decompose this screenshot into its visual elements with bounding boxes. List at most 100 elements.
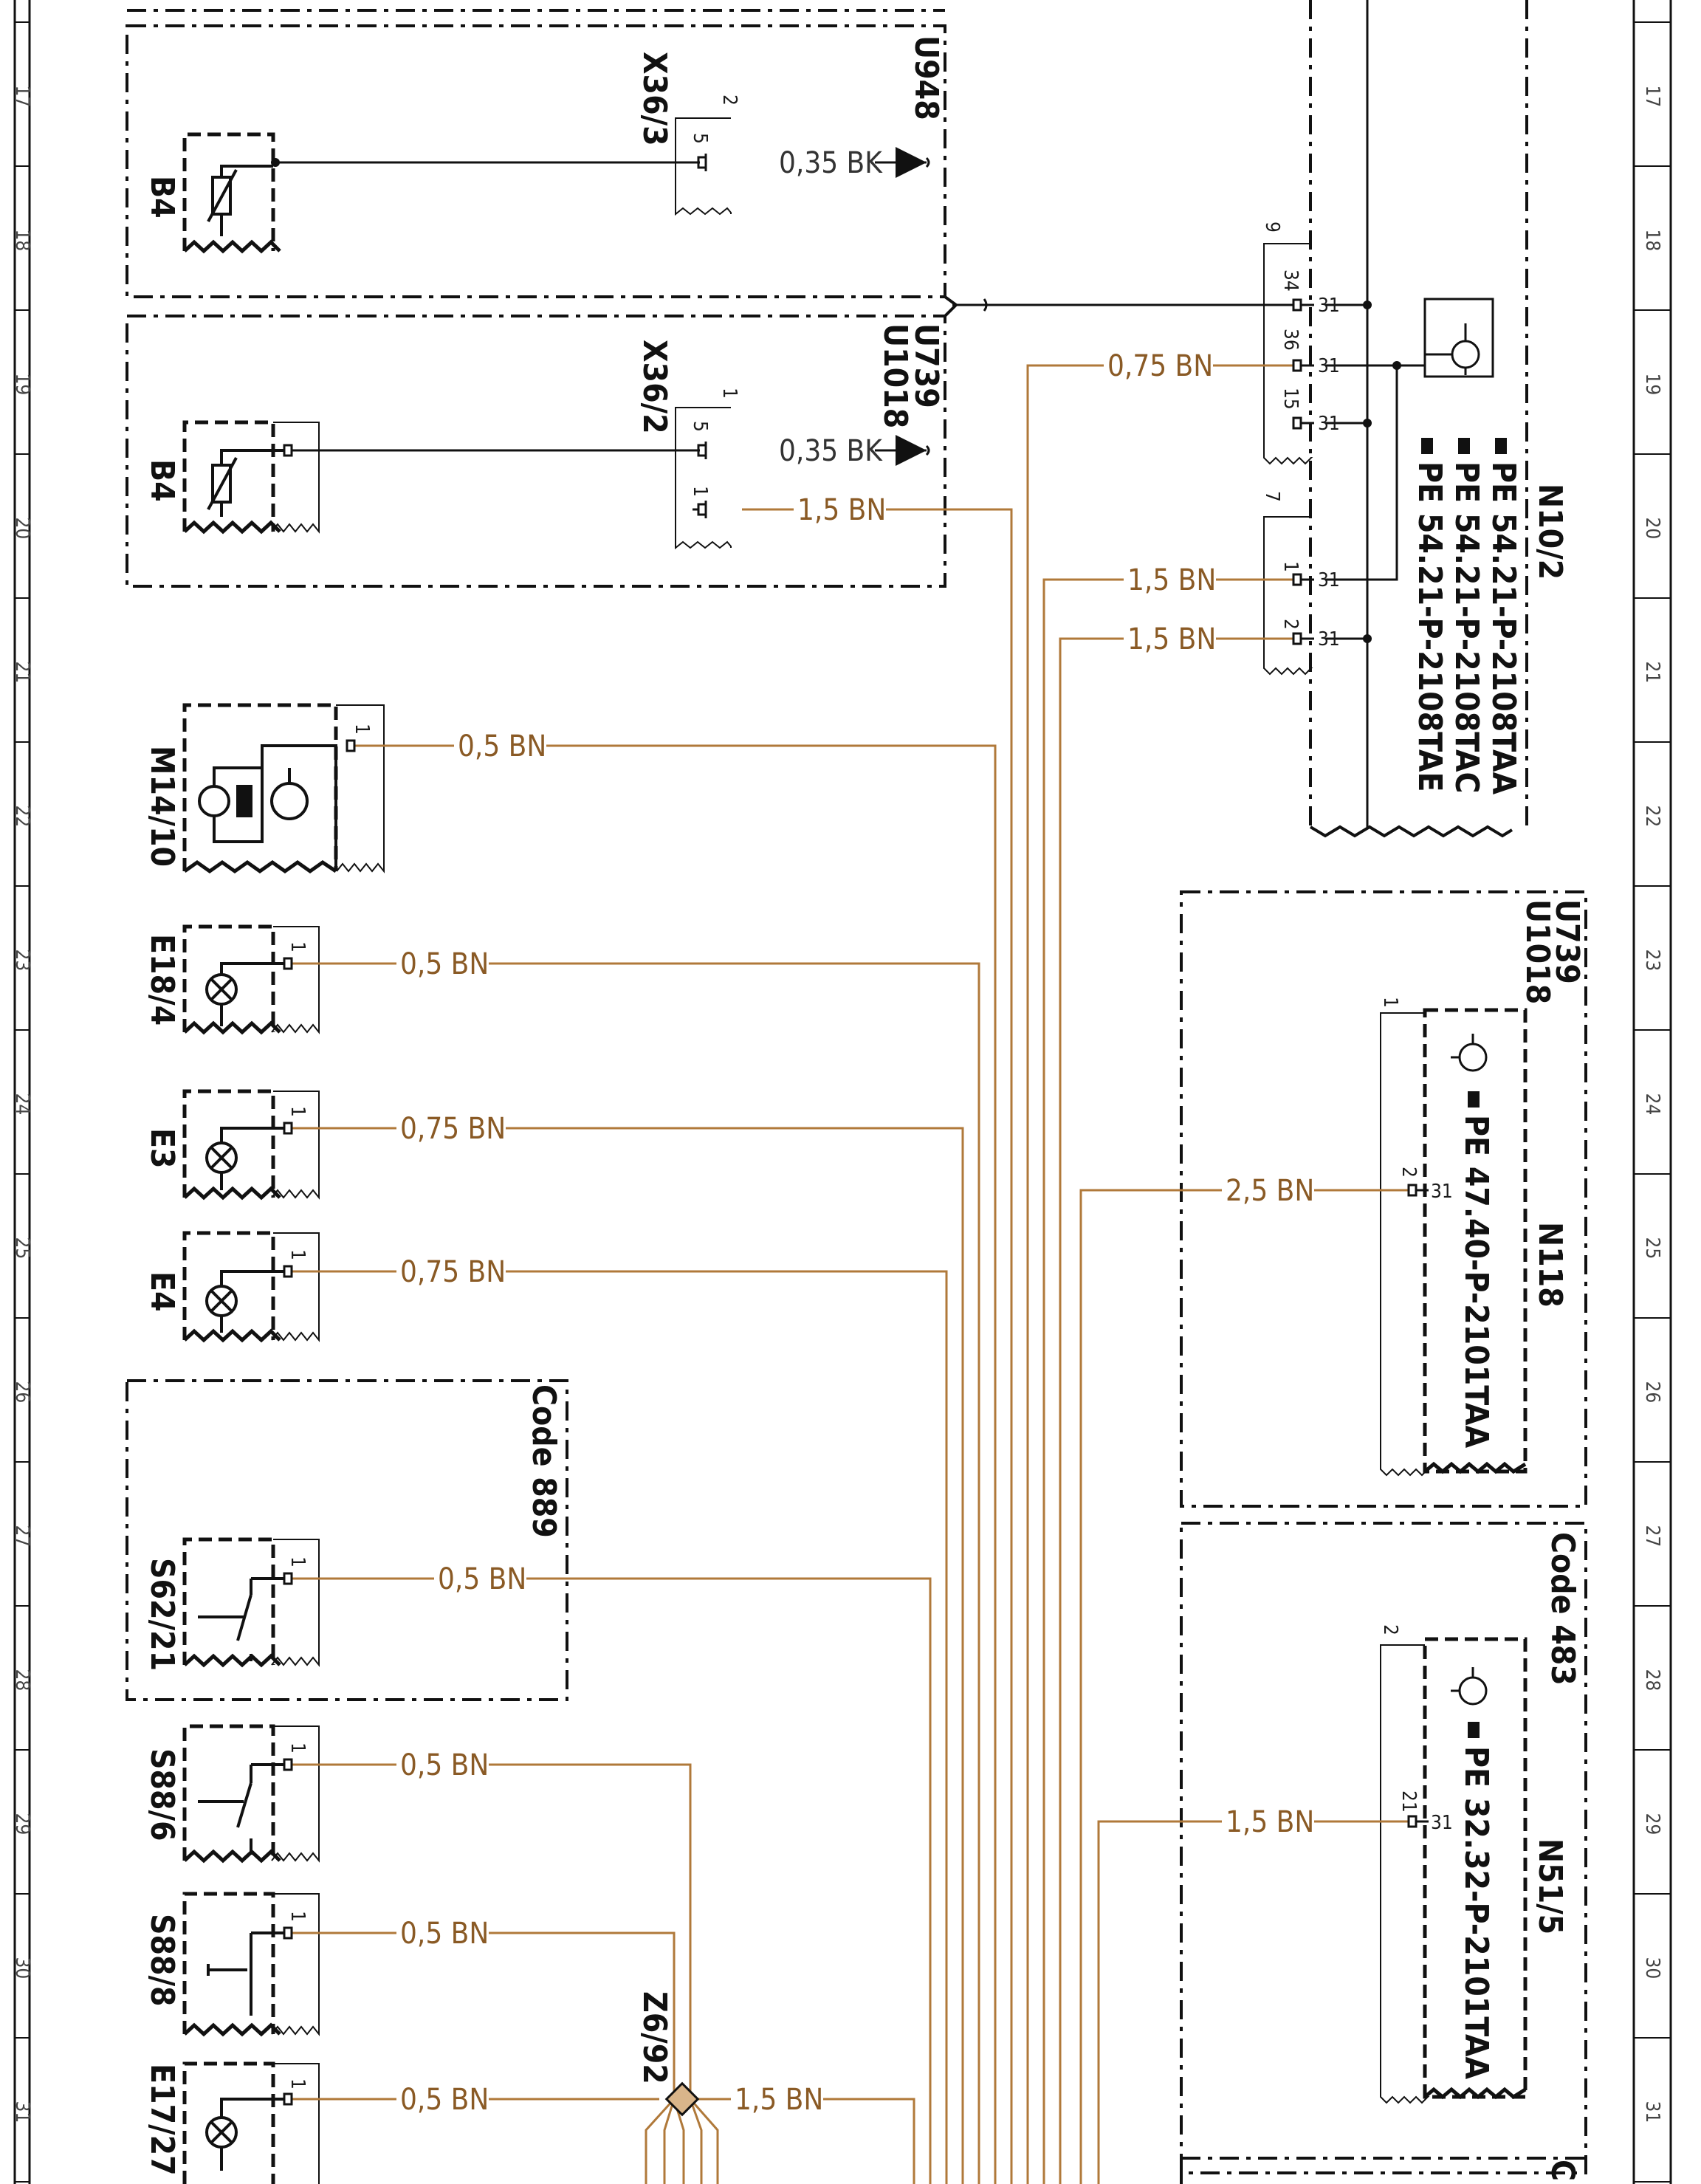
s62-switch-icon	[198, 1577, 284, 1661]
grid-row-label: 19	[11, 374, 33, 396]
wire-label-n515: 1,5 BN	[1226, 1805, 1314, 1839]
wire-n515	[1097, 1820, 1409, 2184]
n515-hand-icon	[1468, 1722, 1480, 1738]
b4-bot-symbol	[207, 449, 284, 517]
e18-lamp-icon	[205, 962, 284, 1026]
x362-label: X36/2	[636, 340, 673, 434]
wire-n118	[1079, 1189, 1409, 2184]
e18-frame	[182, 924, 275, 1032]
wire-s886	[292, 1763, 692, 2067]
code-c-label: C	[1544, 2160, 1581, 2181]
pin-n10-1: 1	[1279, 561, 1302, 572]
n102-pe-ref-2: PE 54.21-P-2108TAC	[1448, 461, 1485, 794]
grid-ticks	[15, 21, 1671, 2183]
s888-frame	[182, 1892, 275, 2034]
grid-row-label: 27	[1641, 1525, 1663, 1548]
grid-row-label: 24	[1641, 1093, 1663, 1116]
e17-frame	[182, 2061, 275, 2184]
b4-bot-label: B4	[143, 459, 181, 502]
e4-frame	[182, 1231, 275, 1340]
n102-hand-icon-1	[1495, 438, 1507, 454]
pin-x362-1: 1	[689, 486, 711, 497]
wire-m14	[354, 744, 997, 2184]
wire-e4	[292, 1270, 948, 2184]
pin-n10-36: 36	[1279, 329, 1302, 351]
e4-label: E4	[143, 1271, 181, 1312]
wire-label-s888: 0,5 BN	[400, 1917, 489, 1951]
b4-bot-frame	[182, 420, 275, 532]
n102-conn-7	[1263, 516, 1313, 676]
grid-row-label: 30	[1641, 1957, 1663, 1979]
e3-lamp-icon	[205, 1127, 284, 1190]
wire-label-n10-2: 1,5 BN	[1127, 622, 1216, 656]
pin-n118-conn: 1	[1379, 997, 1401, 1008]
wire-s62	[292, 1577, 932, 2184]
n102-tie	[1325, 303, 1425, 640]
grid-row-label: 26	[11, 1381, 33, 1404]
grid-row-label: 18	[1641, 230, 1663, 252]
pin-m14-1: 1	[351, 724, 373, 735]
u948-label: U948	[907, 35, 945, 120]
x363-label: X36/3	[636, 52, 673, 146]
u948-box	[126, 24, 946, 298]
grid-row-label: 31	[11, 2101, 33, 2123]
pin-n515-21: 21	[1398, 1790, 1420, 1813]
code483-label: Code 483	[1544, 1532, 1581, 1686]
s62-label: S62/21	[143, 1558, 181, 1671]
e3-frame	[182, 1089, 275, 1198]
pin-n118-2: 2	[1398, 1167, 1420, 1178]
grid-row-label: 18	[11, 230, 33, 252]
pin-n10-9: 9	[1261, 222, 1283, 233]
grid-row-label: 27	[11, 1525, 33, 1548]
pin-n515-31: 31	[1431, 1812, 1453, 1834]
n102-transistor-icon	[1423, 298, 1494, 378]
grid-row-label: 22	[11, 806, 33, 828]
code483-box	[1180, 1522, 1587, 2174]
grid-row-label: 31	[1641, 2101, 1663, 2123]
n102-pe-ref-1: PE 54.21-P-2108TAA	[1485, 461, 1522, 795]
pin-e4-1: 1	[286, 1249, 309, 1260]
n118-zigzag	[1423, 1461, 1527, 1474]
u739-label-a: U739	[907, 323, 945, 408]
m14-symbol	[198, 744, 337, 868]
m14-connector	[336, 704, 385, 873]
b4-bot-connector	[271, 422, 320, 534]
s886-switch-icon	[198, 1763, 284, 1855]
grid-row-label: 22	[1641, 806, 1663, 828]
u1018-label-b: U1018	[1519, 899, 1556, 1004]
left-grid-strip	[13, 0, 31, 2184]
x362-housing	[675, 407, 732, 550]
grid-row-label: 26	[1641, 1381, 1663, 1404]
pin-x362-conn: 1	[718, 388, 740, 399]
n515-pe-ref: PE 32.32-P-2101TAA	[1457, 1746, 1495, 2080]
n118-pe-ref: PE 47.40-P-2101TAA	[1457, 1115, 1495, 1449]
m14-label: M14/10	[143, 746, 181, 867]
b4-top-label: B4	[143, 176, 181, 219]
wire-e18	[292, 962, 980, 2184]
s62-frame	[182, 1537, 275, 1665]
wire-n10-2	[1059, 637, 1293, 2184]
pin-e18-1: 1	[286, 941, 309, 952]
wire-label-e4: 0,75 BN	[400, 1255, 506, 1289]
pin-s62-1: 1	[286, 1556, 309, 1567]
pin-s886-1: 1	[286, 1742, 309, 1754]
u739-label-b: U739	[1548, 899, 1586, 984]
pin-n10-15: 15	[1279, 388, 1302, 410]
grid-row-label: 30	[11, 1957, 33, 1979]
wire-label-b4b: 0,35 BK	[779, 434, 883, 468]
grid-row-label: 24	[11, 1093, 33, 1116]
pin-n10-31d: 31	[1318, 569, 1340, 591]
pin-n10-31b: 31	[1318, 355, 1340, 377]
grid-row-label: 29	[11, 1813, 33, 1836]
pin-e3-1: 1	[286, 1106, 309, 1117]
grid-row-label: 20	[11, 518, 33, 540]
wire-x362-pin1	[742, 508, 1013, 2184]
e17-label: E17/27	[143, 2064, 181, 2176]
n118-frame	[1423, 1008, 1528, 1474]
u739-box	[126, 315, 946, 588]
box-join-bracket	[944, 295, 959, 317]
code889-box	[126, 1379, 568, 1701]
wire-label-n10-1: 1,5 BN	[1127, 563, 1216, 597]
grid-row-label: 17	[11, 86, 33, 108]
